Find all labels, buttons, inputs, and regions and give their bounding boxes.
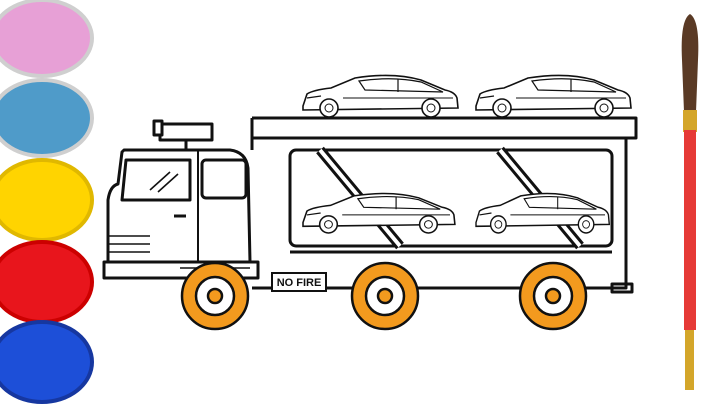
- pink-glitter-jar[interactable]: [0, 0, 94, 78]
- blue-glitter-jar[interactable]: [0, 78, 94, 158]
- wheel-middle: [350, 261, 420, 331]
- top-car-left: [302, 74, 459, 118]
- no-fire-sign: NO FIRE: [271, 272, 327, 292]
- paintbrush[interactable]: [681, 14, 699, 390]
- paint-jars: [0, 0, 94, 404]
- roof-beacon: [158, 122, 214, 142]
- red-paint-jar[interactable]: [0, 240, 94, 324]
- yellow-paint-jar[interactable]: [0, 158, 94, 242]
- wheels: [180, 261, 588, 331]
- blue-paint-jar[interactable]: [0, 320, 94, 404]
- sign-text: NO FIRE: [277, 277, 322, 289]
- top-car-right: [475, 74, 632, 118]
- wheel-rear: [518, 261, 588, 331]
- wheel-front: [180, 261, 250, 331]
